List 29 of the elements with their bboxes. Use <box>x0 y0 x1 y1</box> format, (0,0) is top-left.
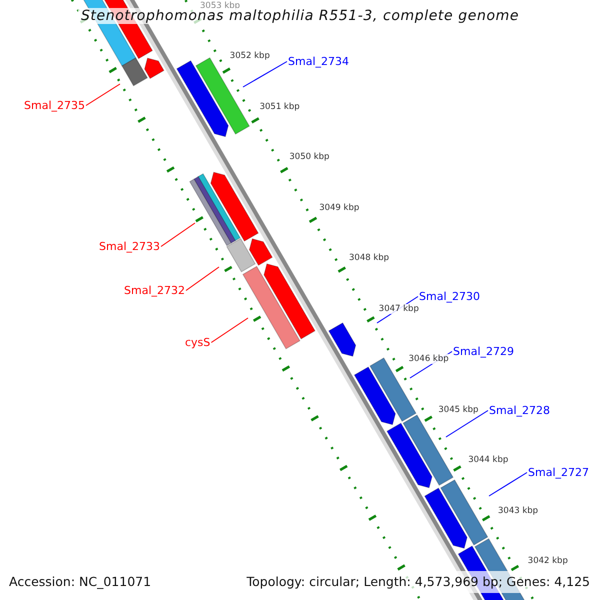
scale-label: 3043 kbp <box>498 506 538 516</box>
scale-label: 3050 kbp <box>289 152 330 162</box>
leader-line <box>210 318 248 343</box>
leader-line <box>242 61 288 88</box>
leader-line <box>86 84 120 106</box>
scale-label: 3046 kbp <box>408 354 449 364</box>
scale-label: 3042 kbp <box>528 556 568 566</box>
gene-label: Smal_2734 <box>288 55 349 68</box>
leader-line <box>446 410 488 438</box>
leader-line <box>488 472 528 496</box>
genome-info-text: Topology: circular; Length: 4,573,969 bp; Genes: 4,125 <box>246 574 590 589</box>
gene-label: Smal_2735 <box>24 99 85 112</box>
accession-text: Accession: NC_011071 <box>9 574 152 589</box>
gene-label: Smal_2730 <box>419 290 480 303</box>
scale-label: 3048 kbp <box>349 253 390 263</box>
scale-label: 3045 kbp <box>438 404 478 414</box>
gene-label: Smal_2732 <box>124 284 185 297</box>
gene-label: Smal_2729 <box>453 345 514 358</box>
gene-label: Smal_2727 <box>528 466 589 479</box>
leader-line <box>160 222 196 247</box>
gene-label: Smal_2733 <box>99 240 160 253</box>
scale-label: 3044 kbp <box>468 455 508 465</box>
scale-label: 3052 kbp <box>230 51 270 61</box>
gene-label: Smal_2728 <box>489 404 550 417</box>
scale-label: 3051 kbp <box>260 102 300 112</box>
scale-label: 3047 kbp <box>378 304 419 314</box>
gene-label: cysS <box>185 336 210 349</box>
leader-line <box>186 266 220 291</box>
scale-label: 3049 kbp <box>319 202 360 212</box>
